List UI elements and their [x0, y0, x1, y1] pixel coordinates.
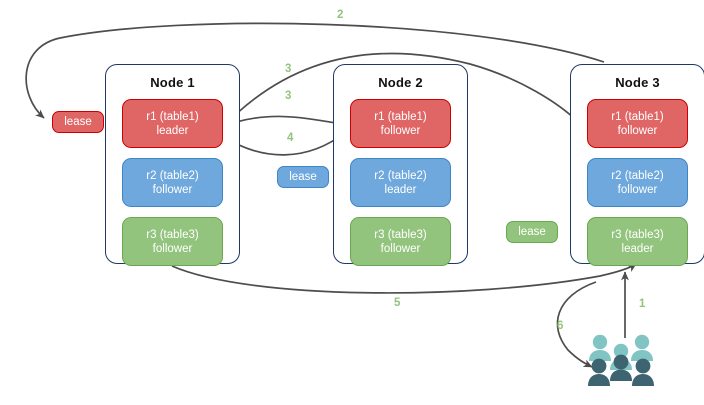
replica-id: r1 (table1) [146, 110, 199, 123]
step-label-5: 5 [394, 297, 401, 309]
replica-r1[interactable]: r1 (table1) follower [350, 99, 451, 148]
step-label-1: 1 [639, 298, 646, 310]
edge-step-5 [171, 263, 637, 294]
replica-r3[interactable]: r3 (table3) follower [350, 217, 451, 266]
replica-role: follower [617, 183, 658, 196]
step-label-2: 2 [337, 9, 344, 21]
replica-r2[interactable]: r2 (table2) leader [350, 158, 451, 207]
replica-role: follower [617, 124, 658, 137]
users-group-icon [588, 334, 654, 386]
replica-role: follower [152, 183, 193, 196]
replica-id: r3 (table3) [146, 228, 199, 241]
replica-r1[interactable]: r1 (table1) follower [587, 99, 688, 148]
step-label-3-upper: 3 [285, 63, 292, 75]
step-label-6: 6 [557, 320, 564, 332]
replica-role: follower [380, 124, 421, 137]
replica-r2[interactable]: r2 (table2) follower [587, 158, 688, 207]
node-card-3[interactable]: Node 3 r1 (table1) follower r2 (table2) … [570, 64, 704, 266]
replica-id: r1 (table1) [374, 110, 427, 123]
replica-id: r2 (table2) [611, 169, 664, 182]
node-card-1[interactable]: Node 1 r1 (table1) leader r2 (table2) fo… [105, 64, 240, 266]
node-title: Node 3 [615, 75, 660, 90]
replica-id: r2 (table2) [374, 169, 427, 182]
replica-id: r2 (table2) [146, 169, 199, 182]
step-label-4: 4 [287, 132, 294, 144]
replica-role: leader [384, 183, 417, 196]
replica-id: r3 (table3) [611, 228, 664, 241]
lease-chip-blue[interactable]: lease [277, 166, 329, 188]
replica-r2[interactable]: r2 (table2) follower [122, 158, 223, 207]
lease-chip-red[interactable]: lease [52, 111, 104, 133]
replica-id: r3 (table3) [374, 228, 427, 241]
edge-step-3a [221, 115, 343, 128]
replica-r1[interactable]: r1 (table1) leader [122, 99, 223, 148]
replica-r3[interactable]: r3 (table3) leader [587, 217, 688, 266]
replica-id: r1 (table1) [611, 110, 664, 123]
replica-r3[interactable]: r3 (table3) follower [122, 217, 223, 266]
lease-label: lease [518, 226, 546, 238]
replica-role: leader [621, 242, 654, 255]
edge-step-2 [25, 22, 605, 119]
node-card-2[interactable]: Node 2 r1 (table1) follower r2 (table2) … [333, 64, 468, 266]
lease-label: lease [64, 116, 92, 128]
edge-step-3b [221, 52, 579, 129]
replica-role: leader [156, 124, 189, 137]
lease-label: lease [289, 171, 317, 183]
edge-step-4 [225, 131, 347, 156]
replica-role: follower [152, 242, 193, 255]
node-title: Node 2 [378, 75, 423, 90]
replica-role: follower [380, 242, 421, 255]
node-title: Node 1 [150, 75, 195, 90]
lease-chip-green[interactable]: lease [506, 221, 558, 243]
edge-step-6 [556, 281, 597, 368]
step-label-3-lower: 3 [285, 90, 292, 102]
